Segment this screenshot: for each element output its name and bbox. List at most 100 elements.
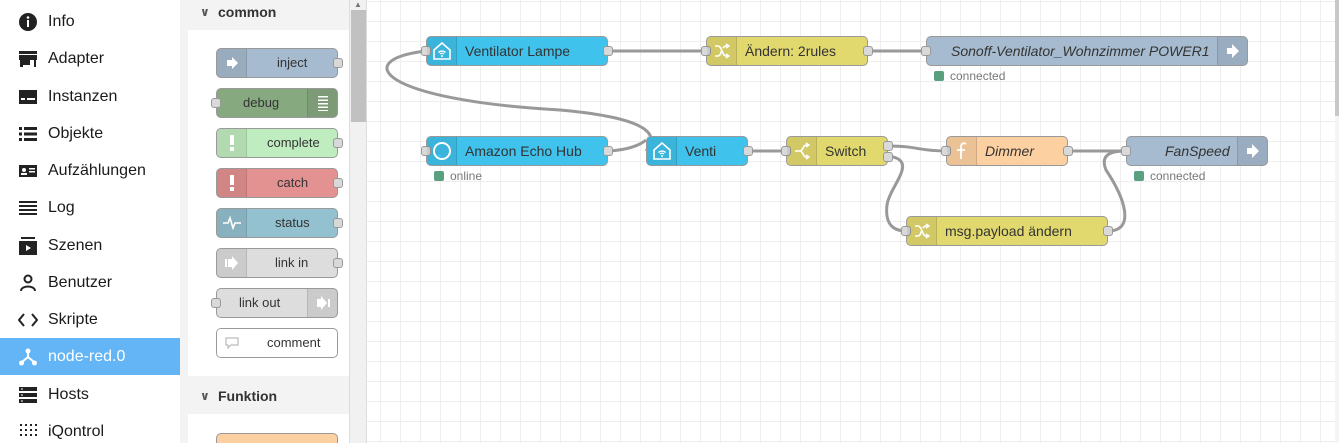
palette-node-link-in[interactable]: link in [216,248,343,278]
flow-node-switch[interactable]: Switch [781,136,893,166]
scenes-icon [18,236,38,256]
nav-item-iqontrol[interactable]: iQontrol [0,413,180,443]
nav-item-label: Benutzer [48,273,113,291]
palette-node-status[interactable]: status [216,208,343,238]
status-echo: online [434,169,482,183]
palette-node-function-partial[interactable] [216,433,338,443]
flow-node-aendern-2rules[interactable]: Ändern: 2rules [701,36,873,66]
output-port-2[interactable] [883,152,893,162]
nav-item-szenen[interactable]: Szenen [0,227,180,264]
palette-node-comment[interactable]: comment [216,328,338,358]
flow-node-fanspeed[interactable]: FanSpeed [1121,136,1268,166]
output-port[interactable] [743,146,753,156]
flow-node-dimmer[interactable]: Dimmer [941,136,1073,166]
nav-item-label: iQontrol [48,422,105,440]
instances-icon [18,87,38,107]
flow-node-sonoff-power[interactable]: Sonoff-Ventilator_Wohnzimmer POWER1 [921,36,1248,66]
palette-node-link-out[interactable]: link out [211,288,338,318]
output-port[interactable] [603,146,613,156]
flow-node-venti[interactable]: Venti [646,136,753,166]
nav-item-aufzaehlungen[interactable]: Aufzählungen [0,152,180,189]
user-icon [18,273,38,293]
alexa-ring-icon [427,137,457,165]
node-red-icon [18,347,38,367]
nav-item-label: Skripte [48,310,98,328]
output-port[interactable] [333,58,343,68]
status-dot [934,71,944,81]
function-icon [947,137,977,165]
input-port[interactable] [921,46,931,56]
input-port[interactable] [1121,146,1131,156]
store-icon [18,49,38,69]
input-port[interactable] [421,46,431,56]
output-port[interactable] [1063,146,1073,156]
hosts-icon [18,385,38,405]
flow-node-ventilator-lampe[interactable]: Ventilator Lampe [421,36,613,66]
nav-item-objekte[interactable]: Objekte [0,115,180,152]
palette-node-inject[interactable]: inject [216,48,343,78]
output-port-1[interactable] [883,141,893,151]
output-port[interactable] [333,218,343,228]
arrow-out-icon [1237,137,1267,165]
nav-item-log[interactable]: Log [0,189,180,226]
link-in-icon [217,249,247,277]
nav-item-label: Log [48,198,75,216]
palette-node-catch[interactable]: catch [216,168,343,198]
output-port[interactable] [333,138,343,148]
input-port[interactable] [211,98,221,108]
palette-category-funktion[interactable]: ∨ Funktion [188,378,349,414]
grid-icon [18,422,38,442]
nav-item-label: Aufzählungen [48,161,146,179]
nav-item-label: node-red.0 [48,347,126,365]
palette-category-common[interactable]: ∨ common [188,0,349,30]
nav-item-adapter[interactable]: Adapter [0,40,180,77]
palette-node-debug[interactable]: debug [211,88,338,118]
status-dot [1134,171,1144,181]
chevron-down-icon: ∨ [200,389,210,403]
arrow-in-icon [217,49,247,77]
flow-node-msg-payload-aendern[interactable]: msg.payload ändern [901,216,1113,246]
palette-section-funktion [188,414,349,443]
input-port[interactable] [701,46,711,56]
chevron-down-icon: ∨ [200,5,210,19]
output-port[interactable] [333,258,343,268]
flow-workspace[interactable] [367,0,1335,443]
alexa-home-icon [647,137,677,165]
code-icon [18,310,38,330]
input-port[interactable] [421,146,431,156]
exclamation-icon [217,169,247,197]
scrollbar-thumb[interactable] [1335,0,1339,116]
log-icon [18,198,38,218]
output-port[interactable] [1103,226,1113,236]
input-port[interactable] [941,146,951,156]
shuffle-icon [907,217,937,245]
flow-node-amazon-echo-hub[interactable]: Amazon Echo Hub [421,136,613,166]
output-port[interactable] [333,178,343,188]
palette-scrollbar[interactable]: ▲ [350,0,367,443]
comment-icon [217,329,247,357]
output-port[interactable] [863,46,873,56]
nav-item-label: Objekte [48,124,104,142]
node-palette: ∨ common inject debug complete [180,0,350,443]
input-port[interactable] [901,226,911,236]
alexa-home-icon [427,37,457,65]
nav-item-hosts[interactable]: Hosts [0,376,180,413]
nav-item-instanzen[interactable]: Instanzen [0,78,180,115]
exclamation-icon [217,129,247,157]
palette-section-common: inject debug complete catch [188,30,349,376]
nav-item-label: Hosts [48,385,89,403]
nav-item-info[interactable]: Info [0,3,180,40]
input-port[interactable] [211,298,221,308]
nav-item-skripte[interactable]: Skripte [0,301,180,338]
input-port[interactable] [781,146,791,156]
nav-item-benutzer[interactable]: Benutzer [0,264,180,301]
nav-item-label: Szenen [48,236,103,254]
scroll-up-icon[interactable]: ▲ [354,0,362,9]
output-port[interactable] [603,46,613,56]
main-navigation: Info Adapter Instanzen Objekte Aufzählun… [0,0,180,443]
workspace-scrollbar[interactable] [1335,0,1339,443]
scrollbar-thumb[interactable] [351,10,366,122]
nav-item-node-red[interactable]: node-red.0 [0,338,180,375]
palette-node-complete[interactable]: complete [216,128,343,158]
status-sonoff: connected [934,69,1005,83]
